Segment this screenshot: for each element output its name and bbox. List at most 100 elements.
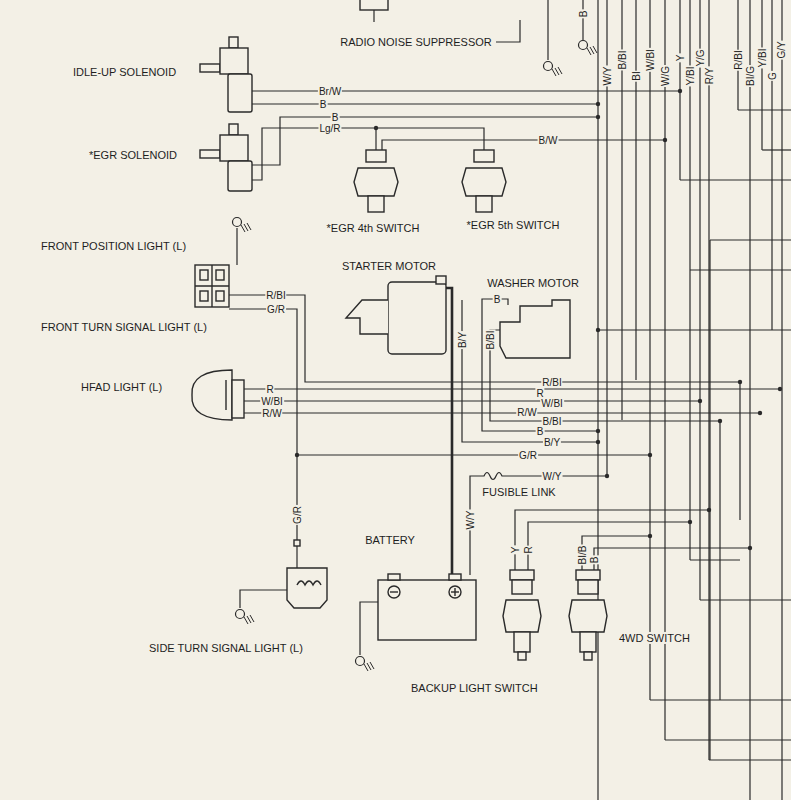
wire-code: Y <box>510 546 521 555</box>
wire-code: B <box>536 426 545 437</box>
wire-code: R <box>523 545 534 554</box>
component-symbols <box>512 580 532 594</box>
wire-harness <box>664 0 665 740</box>
wire-harness <box>382 140 665 150</box>
ground-symbol <box>236 610 255 625</box>
wire-code: G <box>767 71 778 81</box>
wire-code: W/G <box>660 65 671 87</box>
wire-harness <box>252 103 598 104</box>
part-name: IDLE-UP SOLENOID <box>72 66 177 78</box>
junction-dot <box>295 89 782 550</box>
wire-harness <box>244 388 780 389</box>
wire-harness <box>710 239 791 240</box>
wire-code: B <box>578 10 589 19</box>
wire-harness <box>229 309 297 540</box>
wire-code: R/W <box>516 407 537 418</box>
wire-code: B/BI <box>485 330 496 351</box>
component-symbols <box>366 150 386 162</box>
wire-harness <box>781 0 782 800</box>
wire-harness <box>650 699 791 700</box>
wire-code: Y <box>675 54 686 63</box>
part-name: 4WD SWITCH <box>618 632 691 644</box>
wire-code: B/Y <box>457 331 468 349</box>
component-symbols <box>200 64 220 72</box>
wire-harness <box>582 536 650 570</box>
component-symbols <box>195 265 229 307</box>
wire-harness <box>496 20 520 42</box>
wire-code: BI/G <box>745 65 756 87</box>
ground-symbol <box>233 218 252 233</box>
wire-code: W/BI <box>540 398 564 409</box>
wire-harness <box>597 0 598 800</box>
wire-code: R/BI <box>265 290 286 301</box>
junction-dot <box>748 546 752 550</box>
component-symbols <box>192 370 232 420</box>
wire-harness <box>700 599 791 600</box>
component-symbols <box>225 380 226 410</box>
component-symbols <box>436 276 446 284</box>
wire-harness <box>594 548 750 570</box>
part-name: *EGR 4th SWITCH <box>326 222 421 234</box>
wire-code: W/BI <box>645 48 656 72</box>
wire-code: R/W <box>261 408 282 419</box>
part-name: FRONT POSITION LIGHT (L) <box>40 240 187 252</box>
component-symbols <box>510 570 534 580</box>
component-symbols <box>576 570 600 580</box>
part-name: SIDE TURN SIGNAL LIGHT (L) <box>148 642 304 654</box>
wire-harness <box>649 0 650 700</box>
junction-dot <box>648 534 652 538</box>
component-symbols <box>228 161 252 191</box>
part-name: HFAD LIGHT (L) <box>80 381 163 393</box>
junction-dot <box>663 138 667 142</box>
component-symbols <box>514 632 530 652</box>
component-symbols <box>578 580 598 594</box>
part-name: *EGR 5th SWITCH <box>466 219 561 231</box>
wire-code: BI <box>631 70 642 81</box>
component-symbols <box>388 586 400 598</box>
component-symbols <box>192 0 607 660</box>
junction-dot <box>718 419 722 423</box>
wire-harness <box>635 0 636 380</box>
component-symbols <box>580 632 596 652</box>
wire-harness <box>229 295 740 382</box>
wire-harness <box>236 228 237 265</box>
part-name: FUSIBLE LINK <box>481 486 556 498</box>
wire-harness <box>240 590 287 608</box>
component-symbols <box>500 300 570 358</box>
wire-harness <box>373 10 374 22</box>
wire-harness <box>297 454 650 455</box>
wire-code: Y/BI <box>757 48 768 69</box>
junction-dot <box>698 399 702 403</box>
component-symbols <box>378 580 476 640</box>
wire-code: B/BI <box>617 50 628 71</box>
wire-code: Y/BI <box>685 66 696 87</box>
wire-harness <box>762 149 791 150</box>
wire-code: R/BI <box>541 377 562 388</box>
wire-harness <box>244 412 760 413</box>
component-symbols <box>287 568 327 608</box>
component-symbols <box>229 124 238 135</box>
component-symbols <box>449 586 461 598</box>
wire-harness <box>761 0 762 150</box>
component-symbols <box>360 0 388 10</box>
component-symbols <box>462 168 506 196</box>
wire-code: Y/G <box>695 48 706 67</box>
wire-harness <box>252 90 680 91</box>
wire-harness <box>680 179 791 180</box>
part-name: FRONT TURN SIGNAL LIGHT (L) <box>40 321 208 333</box>
component-symbols <box>503 600 541 632</box>
component-symbols <box>294 540 300 546</box>
component-symbols <box>195 285 229 286</box>
component-symbols <box>388 574 400 580</box>
component-symbols <box>474 150 494 162</box>
wire-harness <box>690 559 740 560</box>
junction-dot <box>596 102 600 106</box>
wire-code: W/BI <box>260 396 284 407</box>
component-symbols <box>390 591 398 592</box>
component-symbols <box>368 196 384 212</box>
wire-harness <box>771 0 772 330</box>
wire-harness <box>446 288 452 575</box>
junction-dot <box>596 115 600 119</box>
component-symbols <box>220 135 248 161</box>
wire-harness <box>749 0 750 800</box>
